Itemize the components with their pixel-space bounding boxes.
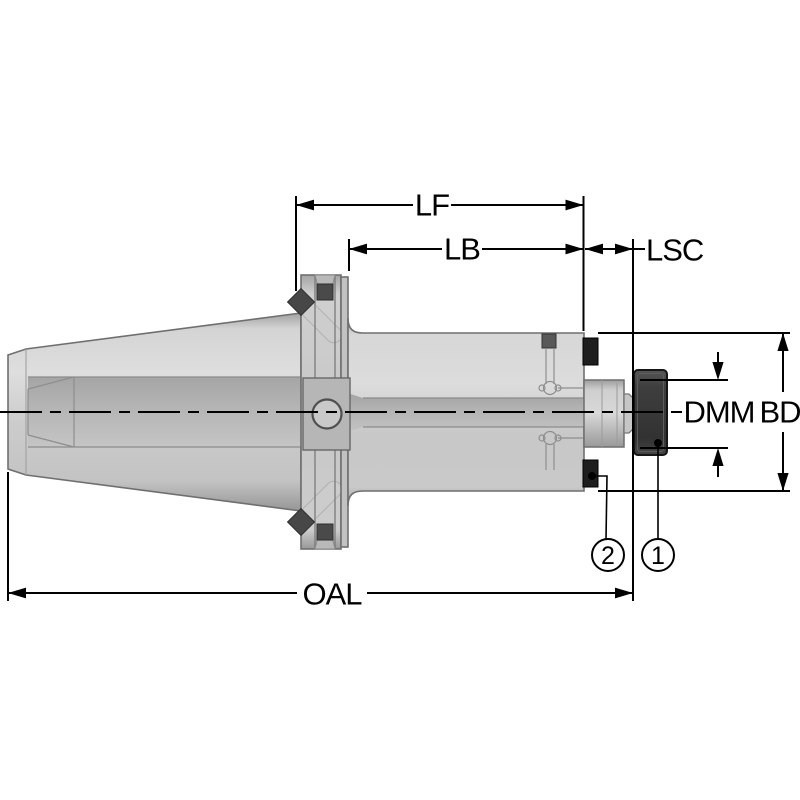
dmm-label: DMM [683,395,754,430]
coolant-cross-top-l [538,384,546,392]
dmm-arrow-down [712,362,724,380]
dimension-lf: LF [295,188,585,331]
dimension-bd: BD [598,332,800,492]
flange-center-hole [311,398,343,430]
lb-label: LB [444,232,480,267]
dimension-oal: OAL [7,472,633,612]
lb-arrow-left [349,243,367,255]
dimension-lsc: LSC [585,233,705,601]
lf-arrow-left [296,199,314,211]
lf-label: LF [415,188,449,223]
coolant-plug-top [541,333,557,349]
set-screw-top [582,337,599,366]
callout-1-circle [641,538,675,572]
dimension-lb: LB [348,232,584,271]
callout-2: 2 [588,472,625,572]
oal-label: OAL [302,577,362,612]
dmm-arrow-up [712,448,724,466]
coolant-cross-bottom [542,430,558,446]
lsc-arrow-left [585,243,603,255]
bd-arrow-down [777,473,789,491]
taper-bore-recess [27,376,75,448]
lb-arrow-right [565,243,584,255]
bd-label: BD [759,395,800,430]
bd-arrow-up [777,333,789,351]
callout-2-circle [591,538,625,572]
body-bore-band [341,391,584,434]
callout-1-number: 1 [651,542,665,570]
coolant-cross-top [542,380,558,396]
oal-arrow-left [8,587,26,599]
dimension-dmm: DMM [640,352,756,477]
pilot-spindle [583,379,625,448]
lsc-label: LSC [646,233,704,268]
drive-notch-bottom [286,507,316,537]
coolant-port-top [538,333,583,396]
drive-notch-top [286,287,316,317]
coolant-port-bottom [538,430,583,470]
callout-2-number: 2 [601,542,615,570]
coolant-cross-bottom-l [538,434,546,442]
v-groove-slot-top [316,283,334,301]
callout-1: 1 [641,439,675,572]
lf-arrow-right [565,199,584,211]
callout-2-leader [592,475,608,540]
lsc-arrow-right [615,243,633,255]
oal-arrow-right [615,587,633,599]
v-groove-slot-bottom [316,523,334,541]
